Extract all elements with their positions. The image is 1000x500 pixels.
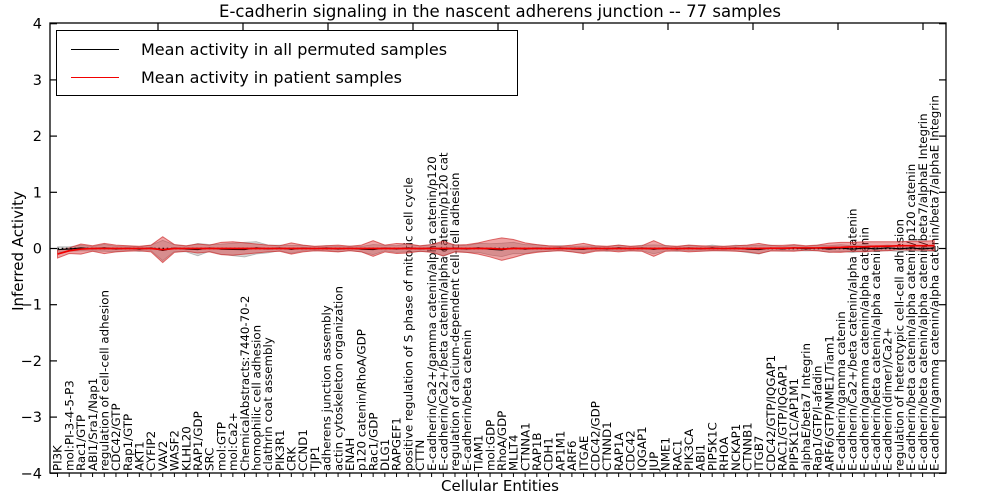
x-tick-label: mol:GDP — [483, 420, 497, 471]
x-tick-label: adherens junction assembly — [320, 305, 334, 471]
x-tick-label: CTNND1 — [600, 421, 614, 471]
x-tick-label: CDH1 — [542, 437, 556, 471]
x-tick-label: PIP5K1C/AP1M1 — [787, 378, 801, 471]
x-tick-label: WASF2 — [168, 430, 182, 471]
x-tick-label: RAP1/GDP — [191, 411, 205, 471]
x-tick-label: E-cadherin/Ca2+/beta catenin/alpha caten… — [436, 152, 450, 471]
x-tick-label: alphaE/beta7 Integrin — [799, 343, 813, 471]
x-tick-label: ITGB7 — [752, 436, 766, 471]
x-tick-label: CYFIP2 — [144, 431, 158, 471]
x-tick-label: E-cadherin/gamma catenin — [834, 311, 848, 471]
y-tick-label: −2 — [21, 354, 42, 370]
x-axis-label: Cellular Entities — [441, 477, 559, 495]
y-tick-label: 3 — [33, 73, 42, 89]
x-tick-label: Rac1/GDP — [366, 413, 380, 471]
x-tick-label: E-cadherin(dimer)/Ca2+ — [881, 327, 895, 471]
x-tick-label: RAC1 — [670, 440, 684, 471]
chart-title: E-cadherin signaling in the nascent adhe… — [219, 2, 781, 21]
x-tick-label: PIP5K1C — [705, 422, 719, 471]
x-tick-label: regulation of heterotypic cell-cell adhe… — [892, 219, 906, 471]
legend-item-patient: Mean activity in patient samples — [57, 68, 517, 87]
x-tick-label: IQGAP1 — [635, 426, 649, 471]
x-tick-label: CDC42 — [624, 430, 638, 471]
x-tick-label: mol:PI-3-4-5-P3 — [62, 380, 76, 471]
x-tick-label: E-cadherin/Ca2+/beta catenin/alpha caten… — [846, 209, 860, 472]
x-tick-label: E-cadherin/beta catenin/alpha catenin — [869, 245, 883, 471]
x-tick-label: PI3K — [51, 445, 65, 471]
x-tick-label: RHOA — [717, 437, 731, 471]
x-tick-label: Rap1/GTP/l-afadin — [811, 365, 825, 471]
x-tick-label: RAPGEF1 — [390, 417, 404, 471]
x-tick-label: AKT1 — [133, 441, 147, 471]
x-tick-label: E-cadherin/gamma catenin/alpha catenin/b… — [928, 95, 942, 471]
x-tick-label: CRK — [285, 447, 299, 471]
x-tick-label: positive regulation of S phase of mitoti… — [401, 177, 415, 471]
x-tick-label: RhoA/GDP — [495, 411, 509, 471]
x-tick-label: mol:GTP — [214, 422, 228, 471]
x-tick-label: homophilic cell adhesion — [249, 325, 263, 471]
x-tick-label: AP1M1 — [553, 431, 567, 471]
x-tick-label: p120 catenin/RhoA/GDP — [355, 329, 369, 471]
x-tick-label: Rac1/GTP — [74, 415, 88, 471]
x-tick-label: CDC42/GDP — [588, 401, 602, 471]
y-tick-label: 2 — [33, 129, 42, 145]
x-tick-label: ENAH — [343, 438, 357, 471]
patient-mean-line — [57, 244, 935, 255]
legend-label-permuted: Mean activity in all permuted samples — [141, 39, 448, 59]
y-tick-label: −3 — [21, 410, 42, 426]
x-tick-label: E-cadherin/gamma catenin/alpha catenin — [857, 227, 871, 471]
x-tick-label: TJP1 — [308, 446, 322, 472]
x-tick-label: ITGAE — [577, 436, 591, 471]
x-tick-label: NME1 — [659, 437, 673, 471]
y-tick-label: 0 — [33, 242, 42, 258]
x-tick-label: KLHL20 — [179, 426, 193, 471]
x-tick-label: ARF6 — [565, 440, 579, 471]
x-tick-label: ChemicalAbstracts:7440-70-2 — [238, 296, 252, 471]
x-tick-label: CDC42/GTP/IQGAP1 — [764, 355, 778, 471]
x-tick-label: E-cadherin/beta catenin/alpha catenin/p1… — [904, 164, 918, 471]
y-axis-label: Inferred Activity — [9, 191, 27, 311]
x-tick-label: CTNNB1 — [740, 422, 754, 471]
x-tick-label: regulation of calcium-dependent cell-cel… — [448, 172, 462, 471]
x-tick-label: ARF6/GTP/NME1/Tiam1 — [822, 335, 836, 471]
x-tick-label: Rap1/GTP — [121, 414, 135, 471]
x-tick-label: CDC42/GTP — [109, 403, 123, 471]
permuted-line-sample-icon — [71, 48, 119, 50]
patient-line-sample-icon — [71, 76, 119, 78]
x-tick-label: E-cadherin/Ca2+/gamma catenin/alpha cate… — [425, 156, 439, 471]
x-tick-label: ABI1/Sra1/Nap1 — [86, 378, 100, 471]
x-tick-label: mol:Ca2+ — [226, 412, 240, 471]
y-tick-label: 4 — [33, 17, 42, 33]
x-tick-label: MLLT4 — [507, 435, 521, 471]
legend: Mean activity in all permuted samples Me… — [56, 30, 518, 96]
y-tick-label: 1 — [33, 185, 42, 201]
x-tick-label: PIK3CA — [682, 429, 696, 471]
x-tick-label: DLG1 — [378, 439, 392, 471]
x-tick-label: JUP — [647, 452, 661, 472]
x-tick-label: E-cadherin/beta catenin — [460, 330, 474, 471]
x-tick-label: CTNNA1 — [518, 422, 532, 471]
x-tick-label: VAV2 — [156, 441, 170, 471]
x-tick-label: actin cytoskeleton organization — [331, 286, 345, 471]
x-tick-label: RAP1A — [612, 433, 626, 471]
x-tick-label: E-cadherin/beta catenin/alpha catenin/be… — [916, 113, 930, 471]
x-tick-label: PIK3R1 — [273, 429, 287, 471]
x-tick-label: SRC — [203, 448, 217, 471]
y-tick-label: −4 — [21, 466, 42, 482]
x-tick-label: CCND1 — [296, 429, 310, 471]
x-tick-label: RAC1/GTP/IQGAP1 — [776, 364, 790, 471]
x-tick-label: regulation of cell-cell adhesion — [97, 290, 111, 471]
legend-label-patient: Mean activity in patient samples — [141, 67, 402, 87]
x-tick-label: RAP1B — [530, 432, 544, 471]
y-tick-label: −1 — [21, 298, 42, 314]
x-tick-label: TIAM1 — [472, 435, 486, 472]
x-tick-label: clathrin coat assembly — [261, 337, 275, 471]
x-tick-label: CTTN — [413, 440, 427, 471]
x-tick-label: ABI1 — [694, 444, 708, 471]
legend-item-permuted: Mean activity in all permuted samples — [57, 40, 517, 59]
x-tick-label: NCKAP1 — [729, 424, 743, 471]
